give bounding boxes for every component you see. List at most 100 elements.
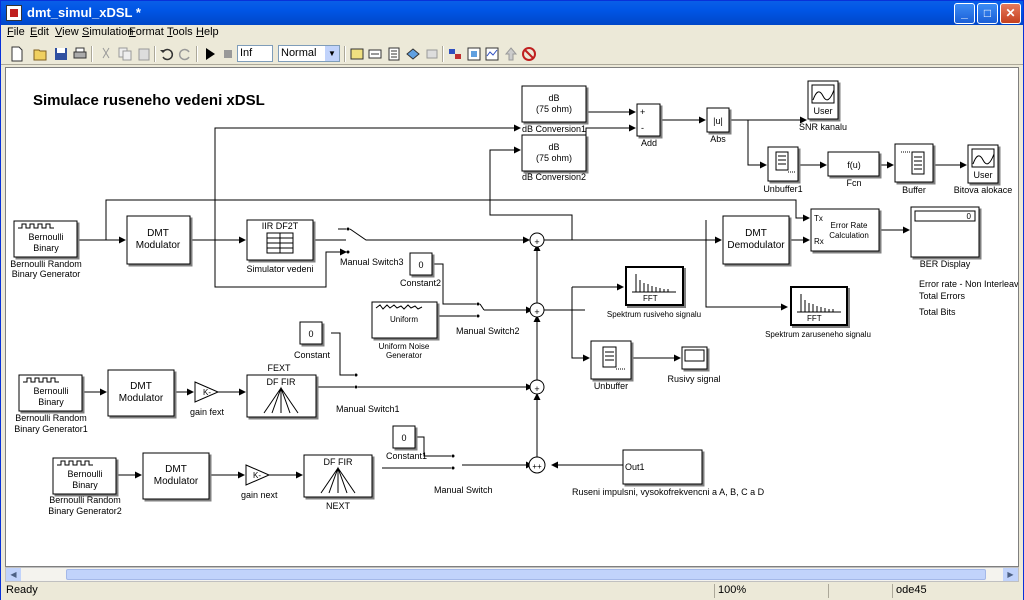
block-text: + [534,237,539,247]
build-icon[interactable] [349,46,365,62]
block-text: Bernoulli [67,469,102,479]
minimize-button[interactable]: _ [954,3,975,24]
db-conversion1-block[interactable]: dB (75 ohm) [521,85,587,123]
undo-icon[interactable] [159,46,175,62]
block-label: gain fext [190,407,225,417]
manual-switch3-block[interactable] [338,227,350,254]
out1-subsystem-block[interactable]: Out1 [622,449,703,485]
sum-block-2[interactable]: + [529,302,545,318]
hide-icon[interactable] [521,46,537,62]
menu-tools[interactable]: Tools [167,26,193,38]
block-label: Ruseni impulsni, vysokofrekvencni a A, B… [572,487,765,497]
model-browser-icon[interactable] [447,46,463,62]
gain-next-block[interactable]: K- [245,464,271,486]
spektrum-zaruseneho-signalu-block[interactable]: FFT [790,286,848,326]
simulink-app-icon [6,5,22,21]
block-diagram[interactable]: Simulace ruseneho vedeni xDSL Bernoulli … [6,68,1019,567]
block-label: Rusivy signal [667,374,720,384]
sum-block-4[interactable]: ++ [528,456,546,474]
block-text: Demodulator [727,240,785,251]
menu-help[interactable]: Help [196,26,219,38]
horizontal-scrollbar[interactable]: ◀ ▶ [5,567,1019,582]
block-text: Modulator [136,240,181,251]
maximize-button[interactable]: □ [977,3,998,24]
simulation-mode-select[interactable]: Normal ▼ [278,45,340,62]
block-label: NEXT [326,501,351,511]
fext-filter-block[interactable]: DF FIR [246,374,317,418]
next-filter-block[interactable]: DF FIR [303,454,373,498]
dmt-modulator-main-block[interactable]: DMT Modulator [126,215,191,265]
block-label: Spektrum zaruseneho signalu [765,330,871,339]
dmt-modulator1-block[interactable]: DMT Modulator [107,369,175,417]
new-icon[interactable] [9,46,25,62]
buffer-block[interactable] [894,143,934,183]
model-explorer-icon[interactable] [386,46,402,62]
save-icon[interactable] [53,46,69,62]
manual-switch-block[interactable] [451,454,455,470]
bernoulli-generator-main-block[interactable]: Bernoulli Binary [13,220,78,258]
stop-time-input[interactable]: Inf [237,45,273,62]
bernoulli-generator1-block[interactable]: Bernoulli Binary [18,374,83,412]
model-canvas[interactable]: Simulace ruseneho vedeni xDSL Bernoulli … [5,67,1019,567]
unbuffer-block[interactable] [590,340,632,380]
bernoulli-generator2-block[interactable]: Bernoulli Binary [52,457,117,495]
close-button[interactable]: ✕ [1000,3,1021,24]
block-label: Manual Switch [434,485,493,495]
manual-switch1-block[interactable] [354,373,366,389]
toolbar: Inf Normal ▼ [1,43,1023,65]
add-block[interactable]: + - [636,103,661,137]
update-diagram-icon[interactable] [367,46,383,62]
menu-file[interactable]: File [7,26,25,38]
block-text: Tx [814,214,823,223]
block-text: Modulator [119,393,164,404]
menu-view[interactable]: View [55,26,79,38]
constant-block[interactable]: 0 [299,321,323,345]
library-browser-icon[interactable] [405,46,421,62]
fcn-block[interactable]: f(u) [827,151,880,177]
constant2-block[interactable]: 0 [409,252,433,276]
gain-fext-block[interactable]: K- [194,381,220,403]
scrollbar-thumb[interactable] [66,569,986,580]
block-text: Rx [814,237,824,246]
abs-block[interactable]: |u| [706,107,730,133]
constant1-block[interactable]: 0 [392,425,416,449]
fir-response-icon [320,466,356,494]
status-zoom: 100% [714,584,828,598]
ber-display-block[interactable]: 0 [910,206,980,258]
unbuffer1-block[interactable] [767,146,799,182]
dmt-demodulator-block[interactable]: DMT Demodulator [722,215,790,265]
block-text: DF FIR [324,457,353,467]
sum-block-3[interactable]: + [529,379,545,395]
block-text: User [813,106,832,116]
manual-switch2-block[interactable] [476,302,485,318]
snr-kanalu-scope-block[interactable]: User [807,80,839,120]
spektrum-rusiveho-signalu-block[interactable]: FFT [625,266,684,306]
chevron-down-icon[interactable]: ▼ [325,46,339,61]
error-rate-calculation-block[interactable]: Tx Rx Error Rate Calculation [810,208,880,252]
title-bar[interactable]: dmt_simul_xDSL * _ □ ✕ [1,1,1023,25]
db-conversion2-block[interactable]: dB (75 ohm) [521,134,587,172]
debug-icon [424,46,440,62]
simulator-vedeni-block[interactable]: IIR DF2T [246,219,314,261]
sum-block-1[interactable]: + [529,232,545,248]
ber-annotation: Total Bits [919,307,956,317]
block-label: SNR kanalu [799,122,847,132]
dmt-modulator2-block[interactable]: DMT Modulator [142,452,210,500]
bitova-alokace-scope-block[interactable]: User [967,144,999,184]
block-label: Constant2 [400,278,441,288]
block-text: Modulator [154,476,199,487]
scroll-right-icon[interactable]: ▶ [1003,568,1018,581]
menu-edit[interactable]: Edit [30,26,49,38]
start-simulation-icon[interactable] [202,46,218,62]
open-icon[interactable] [33,46,49,62]
block-text: + [534,384,539,394]
subsystem-icon[interactable] [466,46,482,62]
print-icon[interactable] [72,46,88,62]
uniform-noise-block[interactable]: Uniform [371,301,438,339]
block-text: FFT [807,314,822,323]
rusivy-signal-scope-block[interactable] [681,346,708,370]
scroll-left-icon[interactable]: ◀ [6,568,21,581]
menu-format[interactable]: Format [129,26,164,38]
menu-simulation[interactable]: Simulation [82,26,134,38]
scope-icon[interactable] [484,46,500,62]
